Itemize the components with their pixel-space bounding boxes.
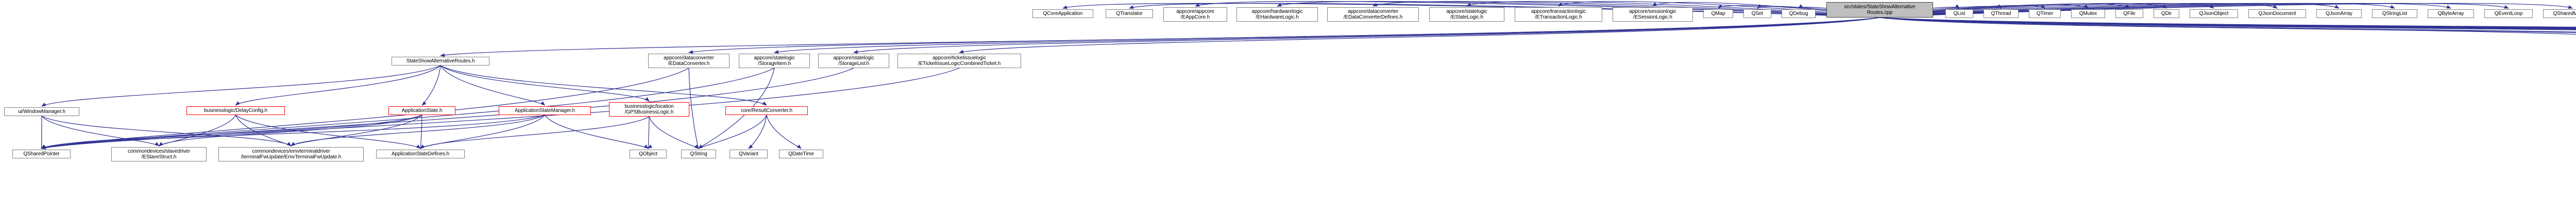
edge-stateshowalternativeroutes-to-businesslogic-location-gpsbusinesslogic xyxy=(440,65,650,102)
edge-applicationstate-to-applicationstatedefines xyxy=(420,115,425,149)
edge-src-states-stateshowalternative-routes-to-businesslogic-ticket-ticketbusinesslogic xyxy=(1879,17,2576,29)
graph-node-qstring[interactable]: QString xyxy=(681,150,716,158)
graph-node-appcore-sessionlogic-esessionlogic[interactable]: appcore/sessionlogic /ESessionLogic.h xyxy=(1613,7,1693,22)
edge-businesslogic-location-gpsbusinesslogic-to-qstring xyxy=(649,116,699,149)
edge-src-states-stateshowalternative-routes-to-businesslogic-session-sessionbusinesslogic xyxy=(1879,17,2576,29)
graph-node-appcore-dataconverter-edataconverter[interactable]: appcore/dataconverter /EDataConverter.h xyxy=(648,54,730,68)
edge-stateshowalternativeroutes-to-applicationstate xyxy=(421,65,441,106)
graph-node-appcore-statelogic-storagelist[interactable]: appcore/statelogic /StorageList.h xyxy=(818,54,889,68)
root-node-src-states-stateshowalternative-routes[interactable]: src/states/StateShowAlternative Routes.c… xyxy=(1826,2,1933,18)
graph-node-qtimer[interactable]: QTimer xyxy=(2029,9,2061,18)
edge-src-states-stateshowalternative-routes-to-ui-logic-formmanager xyxy=(1879,17,2576,33)
edge-src-states-stateshowalternative-routes-to-appcore-statelogic-storagelist xyxy=(853,17,1880,54)
graph-node-appcore-statelogic-storageitem[interactable]: appcore/statelogic /StorageItem.h xyxy=(739,54,810,68)
graph-node-applicationstatemanager[interactable]: ApplicationStateManager.h xyxy=(499,106,591,115)
edge-src-states-stateshowalternative-routes-to-appcore-dataconverter-edataconverter xyxy=(688,17,1880,54)
graph-node-qjsonobject[interactable]: QJsonObject xyxy=(2190,9,2238,18)
graph-node-qsharedpointer[interactable]: QSharedPointer xyxy=(12,150,71,158)
graph-node-stateshowalternativeroutes[interactable]: StateShowAlternativeRoutes.h xyxy=(392,57,489,66)
edge-stateshowalternativeroutes-to-applicationstatemanager xyxy=(440,65,546,106)
edge-applicationstatemanager-to-commondevices-emvterminaldriver-terminalfwupdate-emvterminal xyxy=(291,115,545,147)
graph-node-appcore-ticketissuelogic-eticketissuelogiccombinedticket[interactable]: appcore/ticketissuelogic /ETicketIssueLo… xyxy=(897,54,1021,68)
graph-node-appcore-hardwarelogic-ehardwarelogic[interactable]: appcore/hardwarelogic /EHardwareLogic.h xyxy=(1236,7,1318,22)
graph-node-qsharedmemory[interactable]: QSharedMemory xyxy=(2543,9,2576,18)
edge-applicationstatemanager-to-qsharedpointer xyxy=(41,115,545,149)
graph-node-qbytearray[interactable]: QByteArray xyxy=(2428,9,2474,18)
edge-appcore-dataconverter-edataconverter-to-qsharedpointer xyxy=(41,68,689,149)
edge-src-states-stateshowalternative-routes-to-ui-logic-popupmessagecreator xyxy=(1879,17,2576,29)
graph-node-qmap[interactable]: QMap xyxy=(1703,9,1733,18)
graph-node-qdatetime[interactable]: QDateTime xyxy=(779,150,823,158)
graph-node-businesslogic-delayconfig[interactable]: businesslogic/DelayConfig.h xyxy=(187,106,285,115)
edge-businesslogic-location-gpsbusinesslogic-to-qobject xyxy=(648,116,653,149)
graph-node-qstringlist[interactable]: QStringList xyxy=(2372,9,2417,18)
graph-node-appcore-appcore-eappcore[interactable]: appcore/appcore /EAppCore.h xyxy=(1163,7,1227,22)
graph-node-applicationstatedefines[interactable]: ApplicationStateDefines.h xyxy=(376,150,465,158)
edge-businesslogic-location-gpsbusinesslogic-to-applicationstatedefines xyxy=(420,116,650,149)
graph-node-qjsonarray[interactable]: QJsonArray xyxy=(2316,9,2362,18)
graph-node-commondevices-slavedriver-eslavestruct[interactable]: commondevices/slavedriver /ESlaveStruct.… xyxy=(111,147,207,161)
graph-node-commondevices-emvterminaldriver-terminalfwupdate-emvterminal[interactable]: commondevices/emvterminaldriver /termina… xyxy=(218,147,364,161)
edge-src-states-stateshowalternative-routes-to-stateshowalternativeroutes xyxy=(440,17,1880,57)
graph-node-ui-windowmanager[interactable]: ui/WindowManager.h xyxy=(4,107,79,116)
graph-node-qobject[interactable]: QObject xyxy=(630,150,667,158)
edge-src-states-stateshowalternative-routes-to-core-applicationlanguage-switcher xyxy=(1879,17,2576,28)
graph-node-qeventloop[interactable]: QEventLoop xyxy=(2484,9,2533,18)
edge-applicationstate-to-commondevices-slavedriver-eslavestruct xyxy=(158,115,422,147)
edge-core-resultconverter-to-qstring xyxy=(698,115,767,149)
edge-stateshowalternativeroutes-to-businesslogic-delayconfig xyxy=(235,65,441,106)
graph-node-appcore-dataconverter-edataconverterdefines[interactable]: appcore/dataconverter /EDataConverterDef… xyxy=(1327,7,1419,22)
edge-src-states-stateshowalternative-routes-to-businesslogic-payment-paymentbusinesslogic xyxy=(1879,17,2576,30)
edge-applicationstatemanager-to-applicationstatedefines xyxy=(420,115,545,149)
graph-node-qjsondocument[interactable]: QJsonDocument xyxy=(2248,9,2306,18)
edge-applicationstate-to-commondevices-emvterminaldriver-terminalfwupdate-emvterminal xyxy=(291,115,422,147)
graph-node-qvariant[interactable]: QVariant xyxy=(730,150,768,158)
edge-applicationstate-to-qsharedpointer xyxy=(41,115,422,149)
edge-stateshowalternativeroutes-to-ui-windowmanager xyxy=(41,65,441,107)
graph-node-applicationstate[interactable]: ApplicationState.h xyxy=(388,106,455,115)
graph-node-qtranslator[interactable]: QTranslator xyxy=(1106,9,1153,18)
graph-node-qdebug[interactable]: QDebug xyxy=(1782,9,1816,18)
graph-node-core-resultconverter[interactable]: core/ResultConverter.h xyxy=(725,106,808,115)
graph-node-appcore-statelogic-estatelogic[interactable]: appcore/statelogic /EStateLogic.h xyxy=(1429,7,1504,22)
edge-businesslogic-delayconfig-to-commondevices-slavedriver-eslavestruct xyxy=(158,115,236,147)
graph-node-qlist[interactable]: QList xyxy=(1945,9,1973,18)
edge-src-states-stateshowalternative-routes-to-core-log-emlog xyxy=(1879,17,2576,28)
edge-src-states-stateshowalternative-routes-to-businesslogic-connection-connectionbusinesslogic xyxy=(1879,17,2576,28)
edge-ui-windowmanager-to-commondevices-slavedriver-eslavestruct xyxy=(41,116,160,147)
edge-src-states-stateshowalternative-routes-to-technology-businesslogic-ebusinesslogic xyxy=(1879,17,2576,35)
graph-node-qcoreapplication[interactable]: QCoreApplication xyxy=(1032,9,1093,18)
edge-src-states-stateshowalternative-routes-to-businesslogic-location-locationbusinesslogic xyxy=(1879,17,2576,30)
edge-src-states-stateshowalternative-routes-to-appcore-statelogic-storageitem xyxy=(774,17,1880,54)
graph-node-qthread[interactable]: QThread xyxy=(1984,9,2019,18)
edge-src-states-stateshowalternative-routes-to-technology-businesslogic-ebusinesslogicmanager xyxy=(1879,17,2576,33)
edge-appcore-dataconverter-edataconverter-to-qstring xyxy=(688,68,699,149)
edge-src-states-stateshowalternative-routes-to-appcore-ticketissuelogic-eticketissuelogiccombinedticket xyxy=(959,17,1880,54)
edge-stateshowalternativeroutes-to-core-resultconverter xyxy=(440,65,767,106)
edge-core-resultconverter-to-qvariant xyxy=(748,115,767,149)
graph-node-qfile[interactable]: QFile xyxy=(2115,9,2143,18)
graph-node-qmutex[interactable]: QMutex xyxy=(2071,9,2105,18)
edge-ui-windowmanager-to-commondevices-emvterminaldriver-terminalfwupdate-emvterminal xyxy=(41,116,292,147)
edge-group xyxy=(41,1,2576,150)
edge-core-resultconverter-to-qdatetime xyxy=(766,115,802,149)
graph-node-qdir[interactable]: QDir xyxy=(2154,9,2179,18)
graph-node-businesslogic-location-gpsbusinesslogic[interactable]: businesslogic/location /GPSBusinessLogic… xyxy=(609,102,689,117)
graph-node-appcore-transactionlogic-etransactionlogic[interactable]: appcore/transactionlogic /ETransactionLo… xyxy=(1515,7,1602,22)
edge-src-states-stateshowalternative-routes-to-ui-logic-showalternative-routesformlogic xyxy=(1879,17,2576,28)
edge-applicationstatemanager-to-qobject xyxy=(545,115,649,149)
edge-businesslogic-delayconfig-to-applicationstatedefines xyxy=(235,115,421,149)
edge-businesslogic-delayconfig-to-commondevices-emvterminaldriver-terminalfwupdate-emvterminal xyxy=(235,115,292,147)
graph-node-qset[interactable]: QSet xyxy=(1743,9,1771,18)
